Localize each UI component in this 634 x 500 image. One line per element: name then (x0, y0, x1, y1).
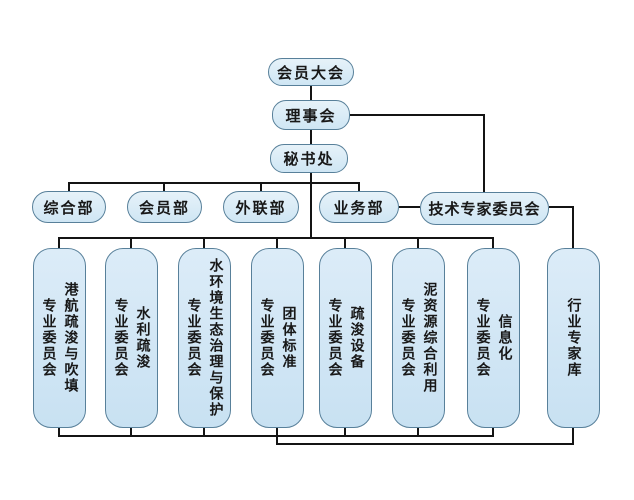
connector-line (163, 182, 165, 192)
connector-line (417, 237, 419, 248)
committee-label: 专业委员会 (185, 298, 202, 378)
committee-water-environment-ecology: 水环境生态治理与保护 专业委员会 (178, 248, 231, 428)
connector-line (310, 130, 312, 145)
node-dept-liaison: 外联部 (223, 191, 299, 223)
connector-line (492, 428, 494, 437)
connector-line (68, 182, 70, 192)
committee-label: 专业委员会 (112, 298, 129, 378)
connector-line (344, 428, 346, 437)
connector-line (572, 206, 574, 248)
committee-label: 专业委员会 (258, 298, 275, 378)
connector-line (130, 428, 132, 437)
connector-line (399, 206, 420, 208)
node-dept-membership: 会员部 (127, 191, 202, 223)
node-dept-general: 综合部 (32, 191, 106, 223)
connector-line (276, 237, 278, 248)
committee-label: 泥资源综合利用 (421, 282, 438, 394)
connector-line (260, 182, 262, 192)
connector-line (68, 182, 360, 184)
committee-group-standards: 团体标准 专业委员会 (251, 248, 304, 428)
connector-line (203, 237, 205, 248)
connector-line (358, 182, 360, 192)
connector-line (130, 237, 132, 248)
connector-line (276, 428, 278, 437)
connector-line (344, 237, 346, 248)
connector-line (492, 237, 494, 248)
connector-line (276, 443, 574, 445)
connector-line (417, 428, 419, 437)
connector-line (203, 428, 205, 437)
committee-label: 专业委员会 (40, 298, 57, 378)
committee-label: 港航疏浚与吹填 (62, 282, 79, 394)
committee-harbor-dredging-reclamation: 港航疏浚与吹填 专业委员会 (33, 248, 86, 428)
connector-line (572, 428, 574, 445)
committee-label: 信息化 (496, 314, 513, 362)
connector-line (483, 114, 485, 192)
committee-label: 专业委员会 (399, 298, 416, 378)
connector-line (58, 428, 60, 437)
committee-label: 专业委员会 (326, 298, 343, 378)
node-dept-business: 业务部 (319, 191, 399, 223)
connector-line (276, 435, 278, 445)
node-tech-expert-committee: 技术专家委员会 (420, 192, 549, 225)
connector-line (350, 114, 485, 116)
committee-label: 专业委员会 (474, 298, 491, 378)
committee-label: 疏浚设备 (348, 306, 365, 370)
committee-label: 行业专家库 (565, 298, 582, 378)
connector-line (58, 237, 60, 248)
committee-dredging-equipment: 疏浚设备 专业委员会 (319, 248, 372, 428)
committee-label: 水利疏浚 (134, 306, 151, 370)
committee-label: 团体标准 (280, 306, 297, 370)
connector-line (310, 173, 312, 239)
committee-informatization: 信息化 专业委员会 (467, 248, 520, 428)
node-member-assembly: 会员大会 (268, 58, 354, 86)
committee-water-conservancy-dredging: 水利疏浚 专业委员会 (105, 248, 158, 428)
committee-mud-resource-utilization: 泥资源综合利用 专业委员会 (392, 248, 445, 428)
committee-label: 水环境生态治理与保护 (207, 258, 224, 418)
node-council: 理事会 (272, 100, 350, 130)
connector-line (310, 86, 312, 101)
connector-line (549, 206, 574, 208)
node-secretariat: 秘书处 (270, 144, 348, 173)
committee-industry-expert-pool: 行业专家库 (547, 248, 600, 428)
